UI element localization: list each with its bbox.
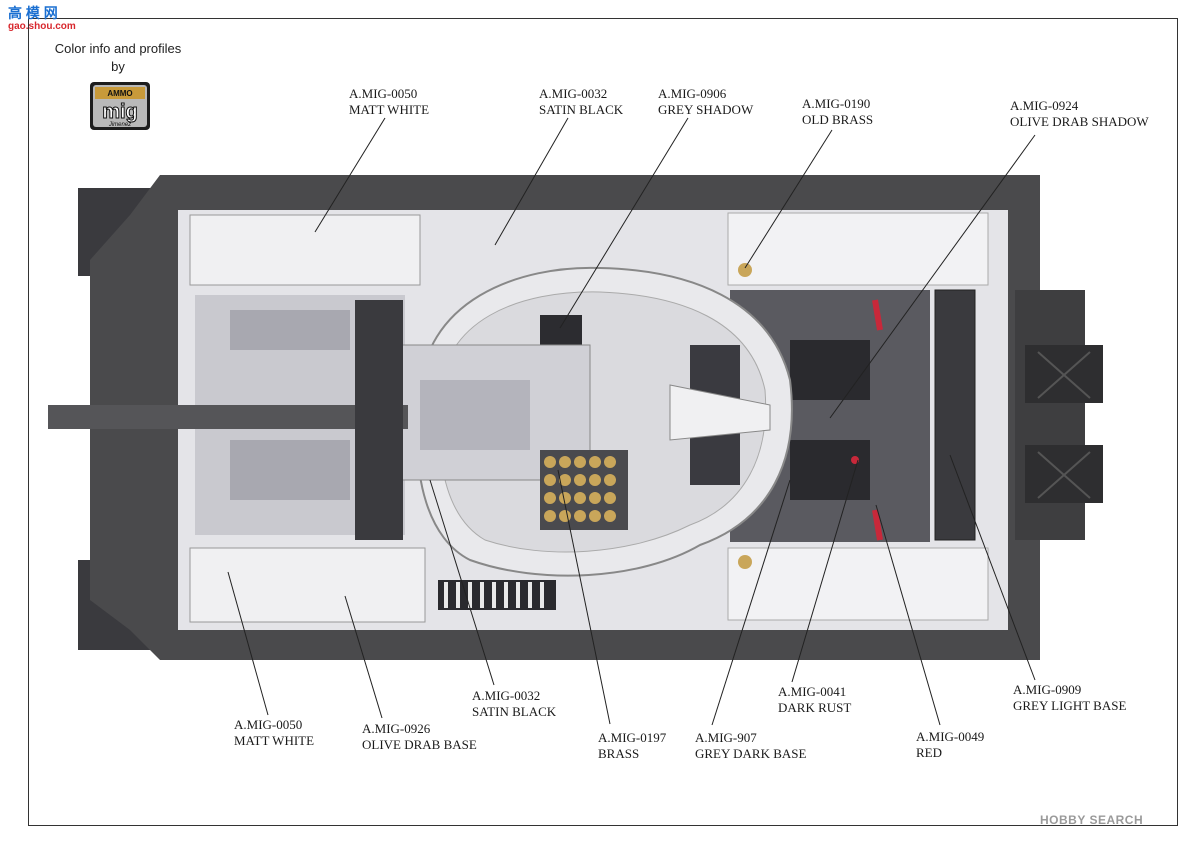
paint-code: A.MIG-907 bbox=[695, 730, 757, 745]
paint-label-matt-white-top: A.MIG-0050 MATT WHITE bbox=[349, 86, 429, 118]
gun-barrel bbox=[48, 405, 408, 429]
paint-name: BRASS bbox=[598, 746, 640, 761]
svg-text:Jimenez: Jimenez bbox=[108, 122, 131, 128]
paint-code: A.MIG-0050 bbox=[349, 86, 418, 101]
paint-name: SATIN BLACK bbox=[472, 704, 557, 719]
paint-name: GREY LIGHT BASE bbox=[1013, 698, 1127, 713]
paint-label-grey-shadow: A.MIG-0906 GREY SHADOW bbox=[658, 86, 753, 118]
paint-label-grey-dark-base: A.MIG-907 GREY DARK BASE bbox=[695, 730, 806, 762]
gun-mantlet bbox=[355, 300, 403, 540]
paint-code: A.MIG-0906 bbox=[658, 86, 727, 101]
paint-label-olive-drab-base: A.MIG-0926 OLIVE DRAB BASE bbox=[362, 721, 477, 753]
paint-code: A.MIG-0909 bbox=[1013, 682, 1082, 697]
paint-label-red: A.MIG-0049 RED bbox=[916, 729, 984, 761]
paint-code: A.MIG-0926 bbox=[362, 721, 431, 736]
ammo-mig-logo: AMMO mig Jimenez bbox=[90, 82, 150, 130]
paint-name: DARK RUST bbox=[778, 700, 852, 715]
paint-code: A.MIG-0049 bbox=[916, 729, 985, 744]
paint-name: OLD BRASS bbox=[802, 112, 874, 127]
brass-fitting-bottom bbox=[738, 555, 752, 569]
ammo-rack-floor bbox=[438, 580, 556, 610]
paint-code: A.MIG-0050 bbox=[234, 717, 303, 732]
sponson-front-right bbox=[189, 547, 426, 623]
credit-text: Color info and profiles by bbox=[48, 40, 188, 76]
paint-code: A.MIG-0197 bbox=[598, 730, 667, 745]
paint-label-matt-white-bottom: A.MIG-0050 MATT WHITE bbox=[234, 717, 314, 749]
sponson-front-left bbox=[189, 214, 421, 286]
paint-code: A.MIG-0032 bbox=[472, 688, 541, 703]
paint-code: A.MIG-0032 bbox=[539, 86, 608, 101]
site-mark-title: 高 模 网 bbox=[8, 5, 58, 21]
brass-shell-rack bbox=[540, 450, 628, 530]
gun-cradle bbox=[669, 384, 771, 441]
paint-name: OLIVE DRAB BASE bbox=[362, 737, 477, 752]
paint-name: MATT WHITE bbox=[234, 733, 315, 748]
site-mark-url: gao.shou.com bbox=[8, 21, 76, 32]
svg-text:mig: mig bbox=[102, 101, 138, 123]
svg-text:AMMO: AMMO bbox=[107, 89, 132, 98]
paint-name: GREY SHADOW bbox=[658, 102, 754, 117]
brass-fitting-top bbox=[738, 263, 752, 277]
paint-name: SATIN BLACK bbox=[539, 102, 624, 117]
credit-line-1: Color info and profiles bbox=[54, 41, 182, 56]
watermark: HOBBY SEARCH bbox=[1040, 813, 1144, 827]
paint-name: RED bbox=[916, 745, 942, 760]
leader-lines bbox=[227, 117, 1036, 726]
paint-label-satin-black-bottom: A.MIG-0032 SATIN BLACK bbox=[472, 688, 556, 720]
sponson-rear-left bbox=[727, 212, 989, 286]
paint-label-grey-light-base: A.MIG-0909 GREY LIGHT BASE bbox=[1013, 682, 1126, 714]
credit-line-2: by bbox=[111, 59, 125, 74]
paint-label-satin-black-top: A.MIG-0032 SATIN BLACK bbox=[539, 86, 623, 118]
sponson-rear-right bbox=[727, 547, 989, 621]
paint-name: OLIVE DRAB SHADOW bbox=[1010, 114, 1149, 129]
paint-name: GREY DARK BASE bbox=[695, 746, 807, 761]
paint-label-olive-drab-shadow: A.MIG-0924 OLIVE DRAB SHADOW bbox=[1010, 98, 1149, 130]
paint-code: A.MIG-0190 bbox=[802, 96, 871, 111]
drawing-frame bbox=[28, 18, 1178, 826]
paint-code: A.MIG-0924 bbox=[1010, 98, 1079, 113]
paint-name: MATT WHITE bbox=[349, 102, 430, 117]
paint-code: A.MIG-0041 bbox=[778, 684, 847, 699]
paint-label-old-brass: A.MIG-0190 OLD BRASS bbox=[802, 96, 873, 128]
radiator bbox=[934, 289, 976, 541]
site-mark: 高 模 网 gao.shou.com bbox=[8, 5, 76, 34]
paint-label-brass: A.MIG-0197 BRASS bbox=[598, 730, 666, 762]
paint-label-dark-rust: A.MIG-0041 DARK RUST bbox=[778, 684, 851, 716]
